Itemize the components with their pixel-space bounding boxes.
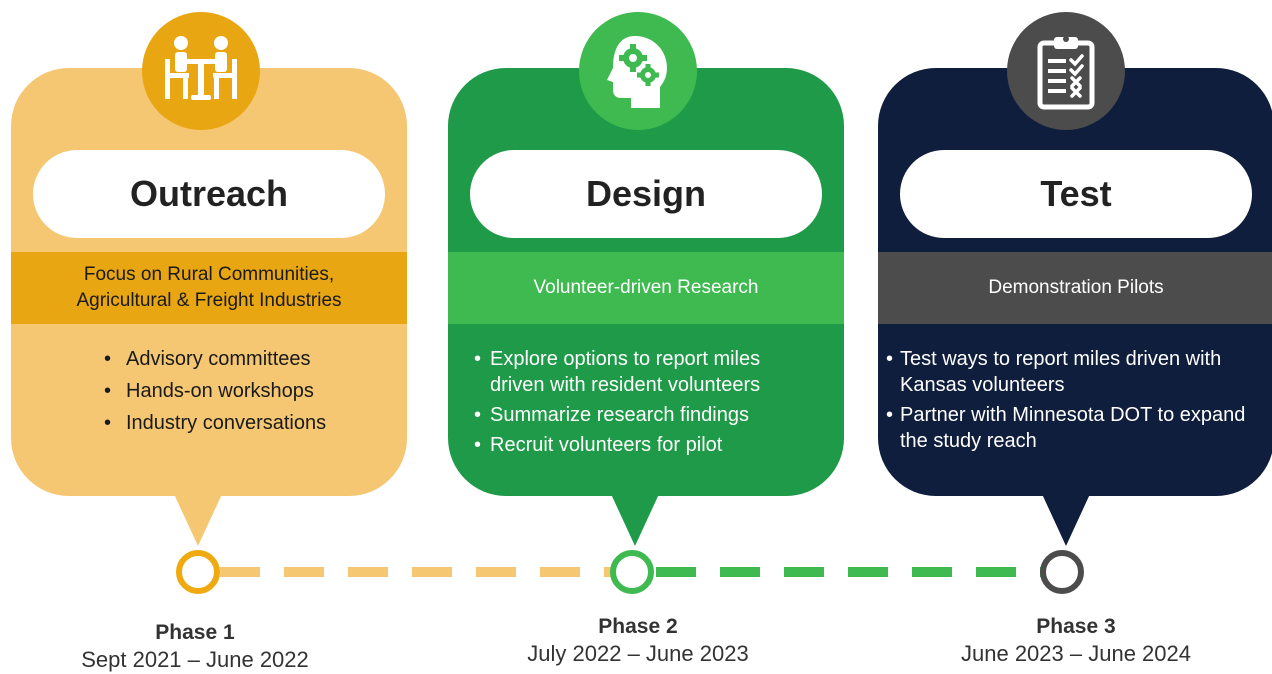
head-gears-icon [579, 12, 697, 130]
focus-line: Volunteer-driven Research [533, 277, 759, 298]
focus-line: Agricultural & Freight Industries [76, 290, 342, 311]
phase-label-1: Phase 1 Sept 2021 – June 2022 [45, 620, 345, 674]
phase-focus-band: Focus on Rural Communities, Agricultural… [11, 252, 407, 324]
phase-focus-band: Volunteer-driven Research [448, 252, 844, 324]
list-item: Test ways to report miles driven with Ka… [886, 346, 1260, 398]
phase-number: Phase 2 [598, 615, 678, 638]
phase-number: Phase 1 [155, 621, 235, 644]
focus-line: Focus on Rural Communities, [83, 264, 335, 285]
card-pointer [1042, 494, 1090, 546]
list-item: Summarize research findings [474, 402, 820, 428]
phase-title: Outreach [33, 150, 385, 238]
bullet-list: Explore options to report miles driven w… [448, 346, 844, 462]
list-item: Hands-on workshops [104, 378, 407, 404]
phase-focus-band: Demonstration Pilots [878, 252, 1272, 324]
list-item: Partner with Minnesota DOT to expand the… [886, 402, 1260, 454]
bullet-list: Advisory committees Hands-on workshops I… [11, 346, 407, 442]
phase-number: Phase 3 [1036, 615, 1116, 638]
timeline-node-phase-1 [176, 550, 220, 594]
phase-title: Test [900, 150, 1252, 238]
list-item: Recruit volunteers for pilot [474, 432, 820, 458]
timeline-node-phase-2 [610, 550, 654, 594]
phase-card-test: Test Demonstration Pilots Test ways to r… [878, 68, 1272, 496]
phase-title: Design [470, 150, 822, 238]
phase-dates: June 2023 – June 2024 [961, 641, 1191, 666]
phase-card-outreach: Outreach Focus on Rural Communities, Agr… [11, 68, 407, 496]
phase-label-2: Phase 2 July 2022 – June 2023 [488, 614, 788, 668]
phase-card-design: Design Volunteer-driven Research Explore… [448, 68, 844, 496]
clipboard-checklist-icon [1007, 12, 1125, 130]
phase-dates: July 2022 – June 2023 [527, 641, 749, 666]
focus-line: Demonstration Pilots [988, 277, 1164, 298]
list-item: Explore options to report miles driven w… [474, 346, 820, 398]
card-pointer [174, 494, 222, 546]
card-pointer [611, 494, 659, 546]
phase-dates: Sept 2021 – June 2022 [81, 647, 309, 672]
meeting-icon [142, 12, 260, 130]
timeline-node-phase-3 [1040, 550, 1084, 594]
list-item: Advisory committees [104, 346, 407, 372]
bullet-list: Test ways to report miles driven with Ka… [878, 346, 1272, 458]
phase-label-3: Phase 3 June 2023 – June 2024 [926, 614, 1226, 668]
list-item: Industry conversations [104, 410, 407, 436]
